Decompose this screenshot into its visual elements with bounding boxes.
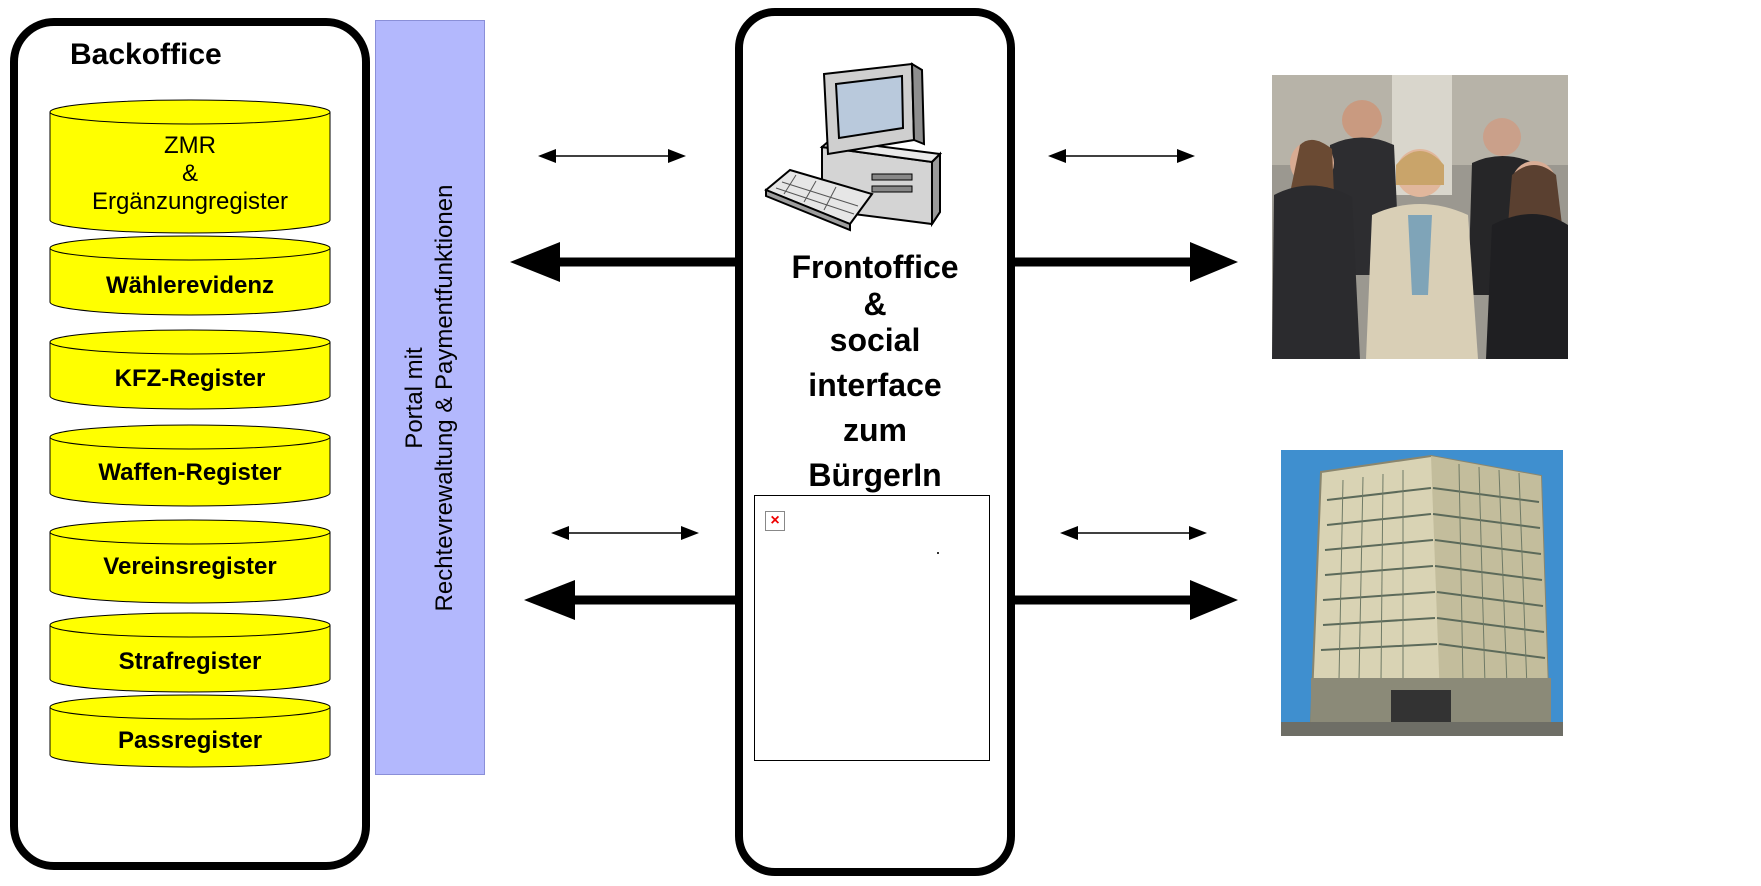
register-cylinder-waffen: Waffen-Register: [49, 424, 331, 507]
portal-bar: Portal mit Rechtevrewaltung & Paymentfun…: [375, 20, 485, 775]
cylinder-shape: [49, 694, 331, 768]
thick-arrow-to-building: [1015, 580, 1238, 620]
thin-arrow-right-top: [1048, 149, 1195, 163]
cylinder-shape: [49, 99, 331, 234]
cylinder-shape: [49, 519, 331, 604]
frontoffice-line: BürgerIn: [808, 457, 942, 493]
broken-image-icon: ×: [765, 511, 785, 531]
building-photo-illustration: [1281, 450, 1563, 736]
register-label-zmr-1: ZMR: [164, 132, 216, 159]
register-label: Waffen-Register: [98, 459, 282, 486]
dot-mark: [937, 552, 939, 554]
frontoffice-line: zum: [843, 412, 907, 448]
frontoffice-line: Frontoffice: [791, 249, 959, 285]
register-label: Passregister: [117, 727, 263, 754]
cylinder-shape: [49, 424, 331, 507]
thick-arrow-to-backoffice-top: [510, 242, 735, 282]
building-photo: [1281, 450, 1563, 736]
cylinder-shape: [49, 235, 331, 316]
frontoffice-line: social: [829, 322, 921, 358]
register-label: Vereinsregister: [103, 553, 277, 580]
thick-arrow-to-people: [1015, 242, 1238, 282]
register-cylinder-pass: Passregister: [49, 694, 331, 768]
backoffice-title: Backoffice: [70, 38, 222, 71]
people-photo-illustration: [1272, 75, 1568, 359]
register-cylinder-straf: Strafregister: [49, 612, 331, 693]
broken-image-frame: ×: [754, 495, 990, 761]
register-label: Strafregister: [118, 648, 262, 675]
register-cylinder-verein: Vereinsregister: [49, 519, 331, 604]
frontoffice-label: Frontoffice & social interface zum Bürge…: [760, 245, 990, 498]
thin-arrow-left-bottom: [551, 526, 699, 540]
thick-arrow-to-backoffice-bottom: [524, 580, 735, 620]
register-label: KFZ-Register: [114, 365, 266, 392]
register-cylinder-waehlerevidenz: Wählerevidenz: [49, 235, 331, 316]
frontoffice-line: &: [863, 286, 887, 322]
computer-icon: [764, 62, 943, 232]
people-photo: [1272, 75, 1568, 359]
cylinder-shape: [49, 612, 331, 693]
thin-arrow-left-top: [538, 149, 686, 163]
register-label: Wählerevidenz: [105, 272, 275, 299]
register-label-zmr-2: &: [181, 160, 198, 187]
cylinder-shape: [49, 329, 331, 410]
frontoffice-line: interface: [808, 367, 942, 403]
thin-arrow-right-bottom: [1060, 526, 1207, 540]
register-cylinder-zmr: ZMR & Ergänzungregister: [49, 99, 331, 235]
register-cylinder-kfz: KFZ-Register: [49, 329, 331, 410]
register-label-zmr-3: Ergänzungregister: [91, 188, 289, 215]
